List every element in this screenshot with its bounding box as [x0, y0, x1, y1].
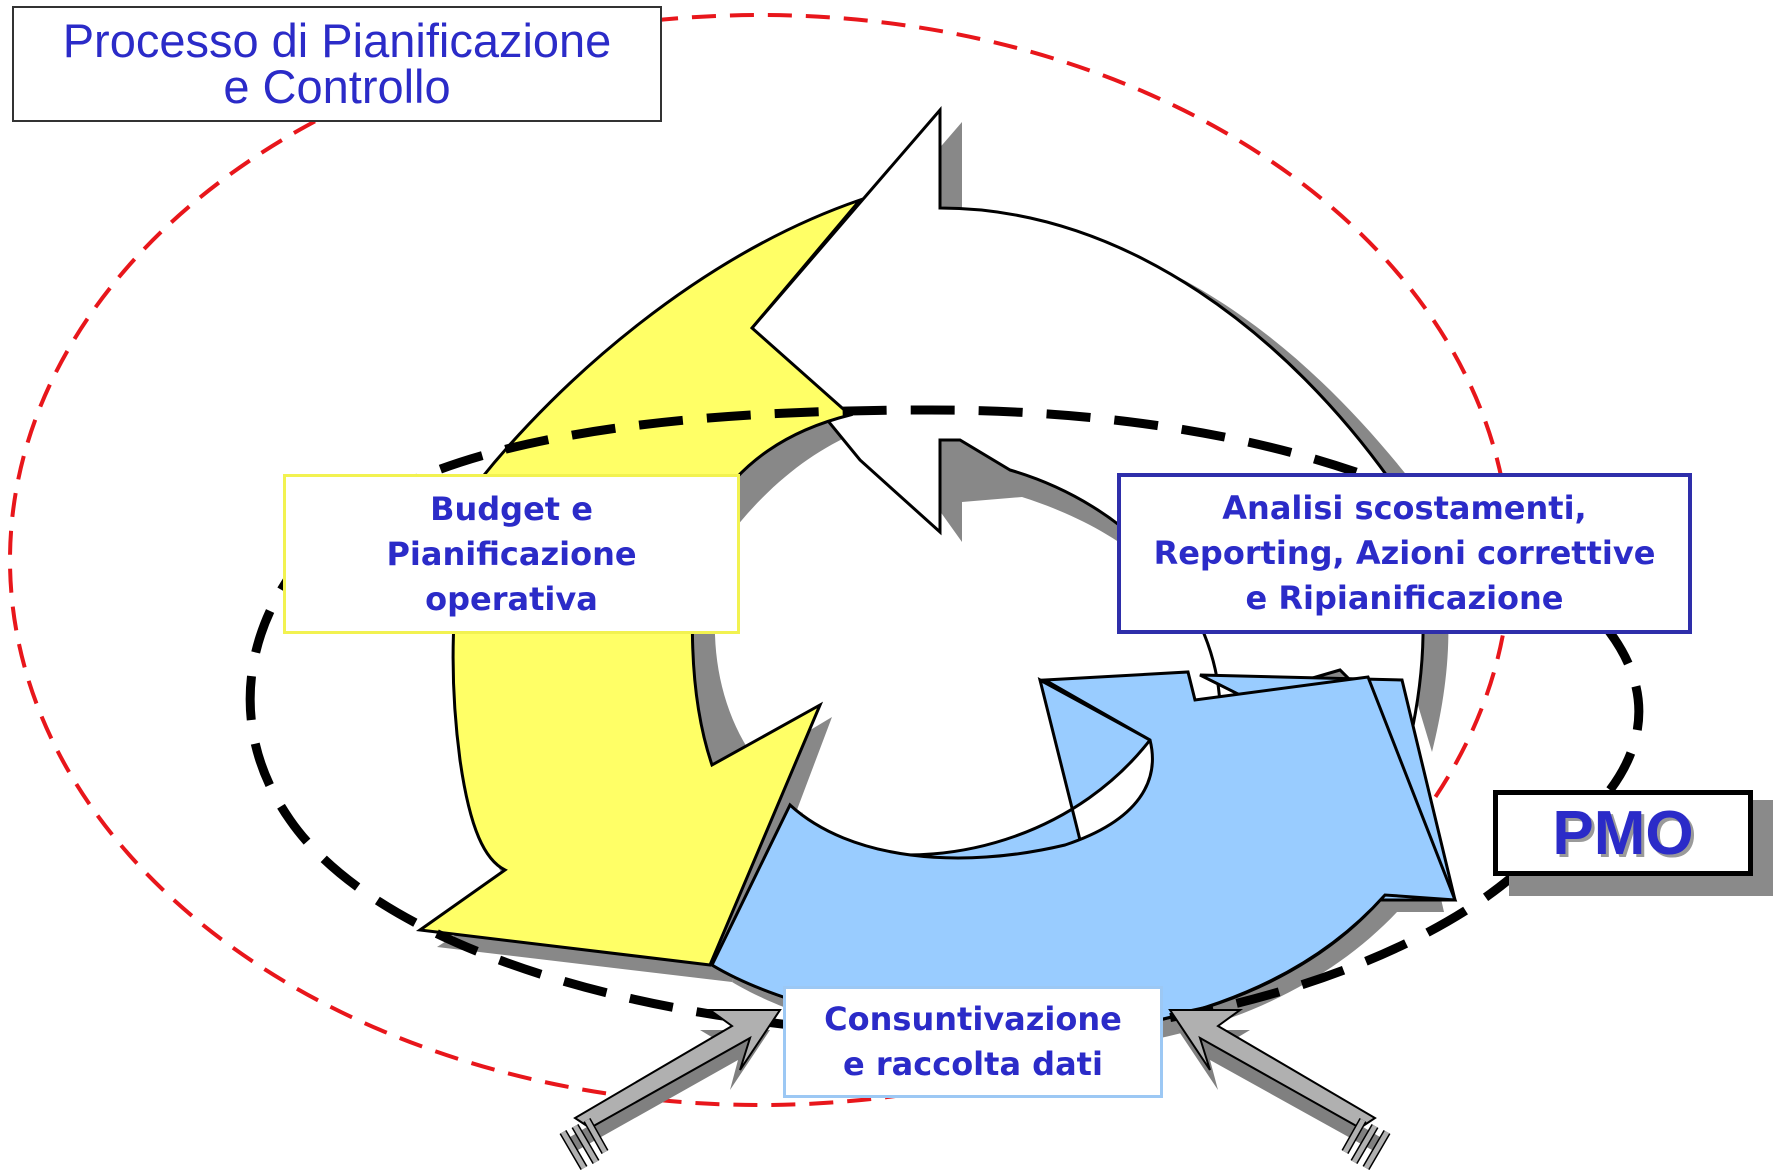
analisi-line-2: Reporting, Azioni correttive: [1153, 534, 1656, 572]
budget-phase-label: Budget e Pianificazione operativa: [386, 487, 636, 622]
left-input-arrow: [559, 1009, 782, 1171]
budget-line-1: Budget e: [430, 489, 593, 528]
consuntivazione-phase-label: Consuntivazione e raccolta dati: [824, 997, 1122, 1087]
consuntivazione-line-1: Consuntivazione: [824, 1000, 1122, 1038]
title-line-1: Processo di Pianificazione: [62, 14, 612, 67]
diagram-title-box: Processo di Pianificazione e Controllo: [12, 6, 662, 122]
analisi-phase-label: Analisi scostamenti, Reporting, Azioni c…: [1154, 486, 1656, 621]
title-line-2: e Controllo: [223, 60, 451, 113]
analisi-line-1: Analisi scostamenti,: [1222, 489, 1587, 527]
budget-line-2: Pianificazione: [386, 534, 637, 573]
analisi-phase-box: Analisi scostamenti, Reporting, Azioni c…: [1117, 473, 1692, 634]
consuntivazione-phase-box: Consuntivazione e raccolta dati: [783, 986, 1163, 1098]
diagram-title: Processo di Pianificazione e Controllo: [62, 14, 612, 113]
budget-line-3: operativa: [425, 579, 598, 618]
analisi-line-3: e Ripianificazione: [1245, 579, 1564, 617]
consuntivazione-arrow-body: [710, 670, 1458, 1037]
budget-phase-box: Budget e Pianificazione operativa: [283, 474, 740, 634]
pmo-box: PMO: [1493, 790, 1753, 876]
right-input-arrow: [1168, 1009, 1391, 1171]
pmo-label: PMO: [1552, 798, 1694, 868]
consuntivazione-line-2: e raccolta dati: [843, 1045, 1103, 1083]
